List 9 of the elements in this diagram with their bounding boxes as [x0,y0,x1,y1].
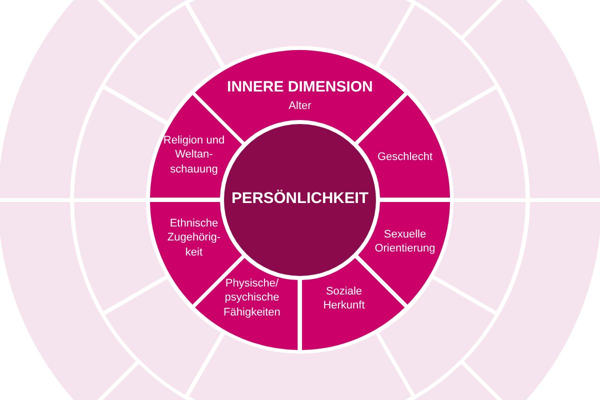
dimension-heading: INNERE DIMENSION [227,77,373,97]
center-label: PERSÖNLICHKEIT [232,188,368,209]
segment-label: Ethnische Zugehörig- keit [166,216,222,260]
segment-label: Sexuelle Orientierung [374,228,436,256]
segment-label: Physische/ psychische Fähigkeiten [222,276,282,320]
segment-label: Geschlecht [377,150,432,164]
segment-label: Soziale Herkunft [322,284,366,314]
segment-label: Religion und Weltan- schauung [162,134,225,176]
segment-label: Alter [288,98,312,114]
